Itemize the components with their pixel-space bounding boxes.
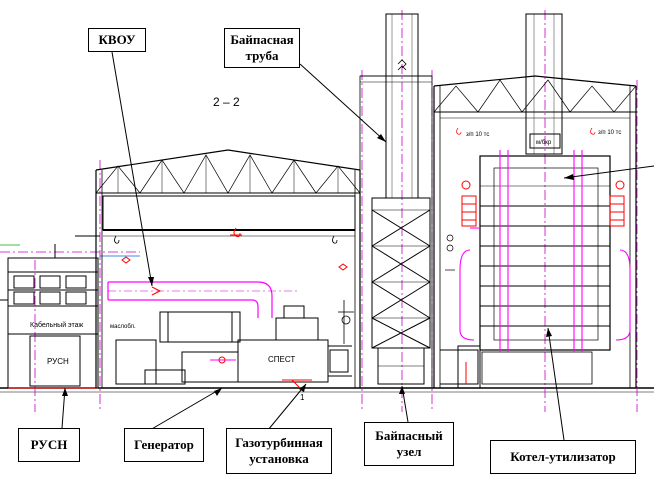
label-generator: Генератор	[124, 428, 204, 462]
turbine-hall	[95, 149, 361, 388]
label-hrsg: Котел-утилизатор	[490, 440, 636, 474]
drum-tag-text: м/бкр	[536, 140, 552, 146]
label-kvou: КВОУ	[88, 28, 146, 52]
oil-block-text: маслобл.	[110, 324, 136, 330]
label-bypass-stack: Байпасная труба	[224, 28, 300, 68]
bypass-stack	[359, 13, 433, 389]
label-rusn: РУСН	[18, 428, 80, 462]
crane-hooks	[121, 227, 348, 271]
crane-left-text: з/п 10 тс	[466, 132, 489, 138]
hrsg-building	[433, 13, 637, 389]
position-number: 1	[300, 393, 305, 402]
equipment-tag-text: СПЕСТ	[268, 355, 295, 364]
label-gas-turbine: Газотурбинная установка	[226, 428, 332, 474]
gas-turbine-unit	[115, 305, 352, 385]
boiler-pipes	[459, 150, 631, 352]
rusn-room-text: РУСН	[47, 357, 69, 366]
label-bypass-unit: Байпасный узел	[364, 422, 454, 466]
cable-floor-text: Кабельный этаж	[30, 321, 83, 329]
crane-right-text: з/п 10 тс	[598, 130, 621, 136]
boiler-headers	[461, 180, 625, 384]
section-mark: 2 – 2	[213, 95, 240, 109]
leader-lines	[61, 51, 654, 441]
air-intake-duct	[107, 281, 273, 318]
